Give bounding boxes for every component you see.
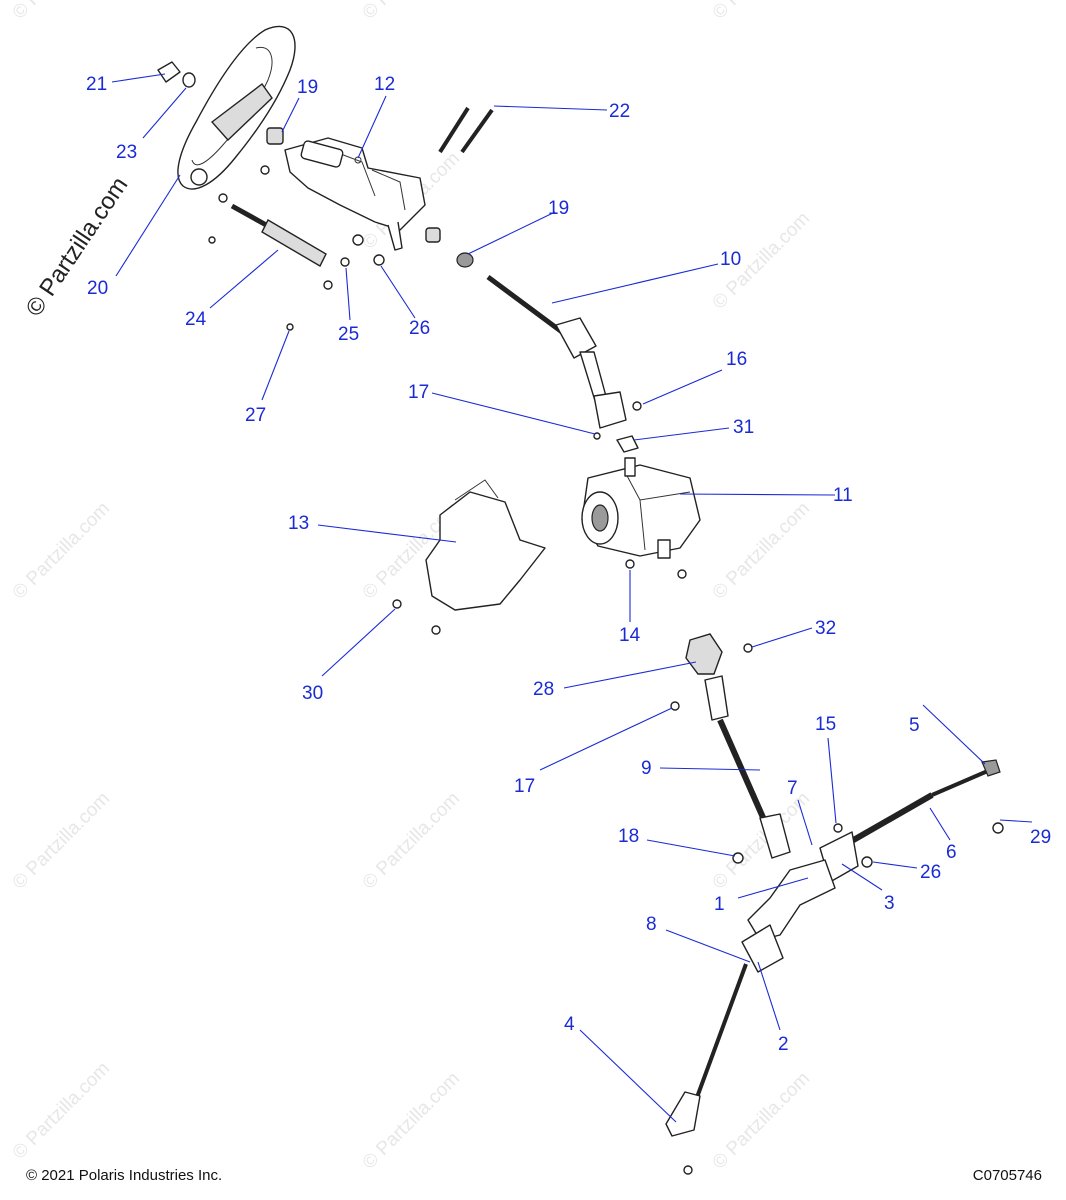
callout-17: 17 <box>408 382 429 403</box>
fastener-part-25 <box>340 257 350 267</box>
watermark: © Partzilla.com <box>9 498 114 603</box>
callout-14: 14 <box>619 625 641 646</box>
clip-part-31 <box>616 435 639 453</box>
column-bracket-part <box>284 137 426 251</box>
bolts-part-22 <box>438 106 494 154</box>
bushing-part-19-upper <box>266 127 284 145</box>
callout-27: 27 <box>245 405 266 426</box>
callout-19: 19 <box>548 198 569 219</box>
callout-24: 24 <box>185 309 207 330</box>
callout-12: 12 <box>374 74 395 95</box>
watermark: © Partzilla.com <box>709 498 814 603</box>
callout-3: 3 <box>884 893 895 914</box>
watermark: © Partzilla.com <box>9 1058 114 1163</box>
watermark: © Partzilla.com <box>9 0 114 24</box>
diagram-code: C0705746 <box>972 1167 1042 1184</box>
nut-part-26-lower <box>861 856 873 868</box>
boot-part-28 <box>685 633 723 675</box>
callout-2: 2 <box>778 1034 789 1055</box>
callout-22: 22 <box>609 101 630 122</box>
callout-25: 25 <box>338 324 359 345</box>
callout-20: 20 <box>87 278 108 299</box>
clip-part-21 <box>157 61 181 83</box>
callout-26: 26 <box>409 318 430 339</box>
callout-16: 16 <box>726 349 747 370</box>
screw <box>431 625 441 635</box>
nut-part-18 <box>732 852 744 864</box>
steering-wheel-part <box>177 25 296 190</box>
fastener <box>260 165 270 175</box>
callout-29: 29 <box>1030 827 1051 848</box>
nut-part-17-upper <box>593 432 601 440</box>
leader-lines <box>111 73 1033 1123</box>
callout-30: 30 <box>302 683 323 704</box>
nut-part-26-upper <box>373 254 385 266</box>
callout-8: 8 <box>646 914 657 935</box>
callout-21: 21 <box>86 74 107 95</box>
fastener <box>352 234 364 246</box>
callout-19: 19 <box>297 77 318 98</box>
gas-strut-part <box>230 203 333 290</box>
cover-part-13 <box>425 491 546 611</box>
eps-unit-part <box>581 457 701 559</box>
bolt-part-14 <box>677 569 687 579</box>
callout-32: 32 <box>815 618 836 639</box>
bushing-part-23 <box>182 72 196 88</box>
copyright-notice: © 2021 Polaris Industries Inc. <box>26 1167 223 1184</box>
watermark: © Partzilla.com <box>359 0 464 24</box>
watermark: © Partzilla.com <box>709 1068 814 1173</box>
callout-labels: 21 23 19 12 22 20 19 10 24 25 26 27 16 1… <box>86 74 1051 1055</box>
watermark: © Partzilla.com <box>709 0 814 24</box>
bolt-part-16 <box>632 401 642 411</box>
part-drawings <box>157 25 1004 1175</box>
steering-rack-part <box>665 759 1004 1175</box>
callout-10: 10 <box>720 249 741 270</box>
callout-28: 28 <box>533 679 554 700</box>
bushing-part-19-lower <box>456 252 474 268</box>
callout-7: 7 <box>787 778 798 799</box>
lower-shaft-part <box>704 675 791 859</box>
screw-part-30 <box>392 599 402 609</box>
fastener <box>218 193 228 203</box>
callout-17: 17 <box>514 776 535 797</box>
fastener-part-27 <box>286 323 294 331</box>
watermark: © Partzilla.com <box>359 1068 464 1173</box>
bolt-part-32 <box>743 643 753 653</box>
watermark: © Partzilla.com <box>9 788 114 893</box>
bolt-part-14 <box>625 559 635 569</box>
callout-26: 26 <box>920 862 941 883</box>
callout-31: 31 <box>733 417 754 438</box>
nut-part-17-lower <box>670 701 680 711</box>
intermediate-shaft-part <box>486 274 627 429</box>
callout-13: 13 <box>288 513 309 534</box>
bolt-part-15 <box>833 823 843 833</box>
callout-23: 23 <box>116 142 137 163</box>
callout-4: 4 <box>564 1014 575 1035</box>
fastener <box>208 236 216 244</box>
callout-5: 5 <box>909 715 920 736</box>
callout-6: 6 <box>946 842 957 863</box>
watermark-large: © Partzilla.com <box>21 172 134 321</box>
callout-11: 11 <box>833 485 853 506</box>
watermark: © Partzilla.com <box>359 788 464 893</box>
callout-15: 15 <box>815 714 836 735</box>
callout-18: 18 <box>618 826 639 847</box>
callout-1: 1 <box>714 894 725 915</box>
cover-part-13-detail <box>454 479 499 501</box>
callout-9: 9 <box>641 758 652 779</box>
bushing-part-19-mid <box>425 227 441 243</box>
